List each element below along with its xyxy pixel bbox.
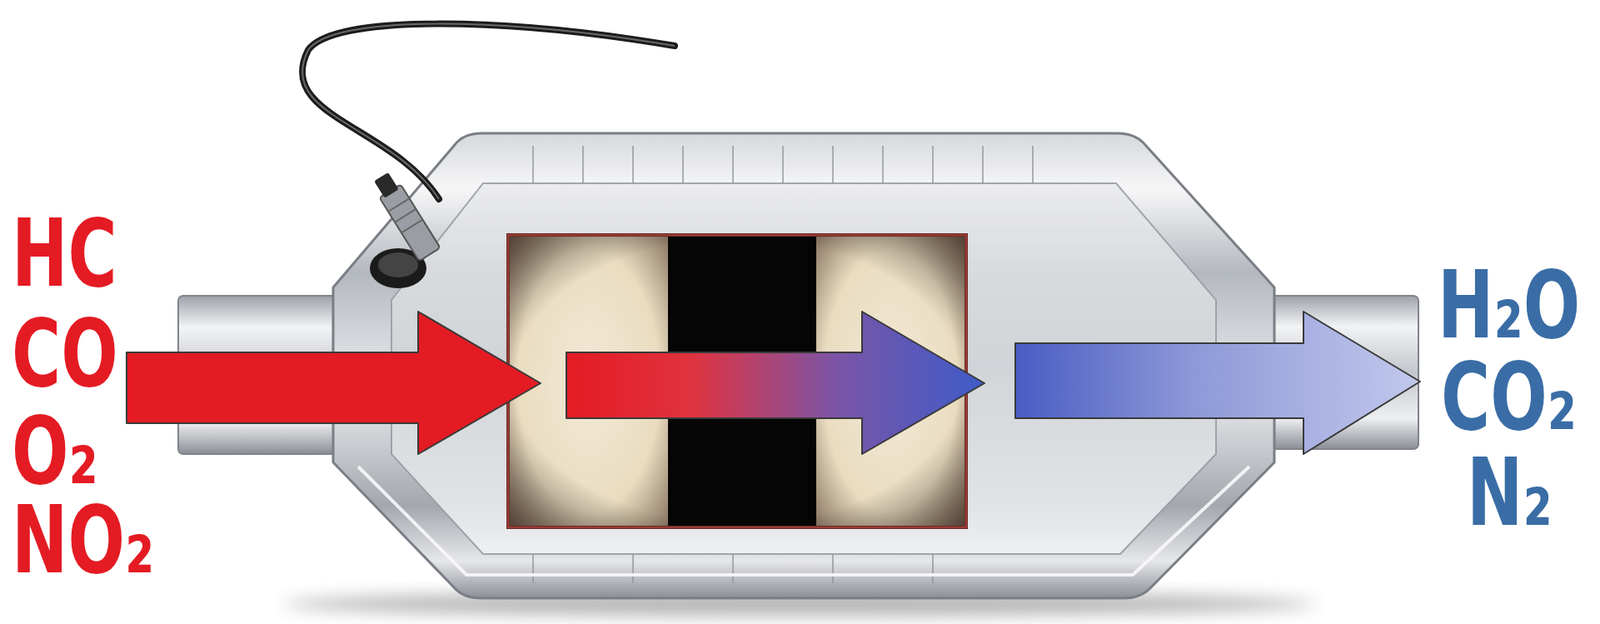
product-label: CO₂	[1440, 349, 1577, 444]
reactant-label: CO	[11, 306, 119, 400]
reactant-label: HC	[11, 206, 118, 300]
reactant-label: NO₂	[11, 493, 155, 587]
product-label: H₂O	[1437, 258, 1581, 352]
reactant-label: O₂	[11, 403, 99, 498]
product-label: N₂	[1466, 445, 1553, 539]
